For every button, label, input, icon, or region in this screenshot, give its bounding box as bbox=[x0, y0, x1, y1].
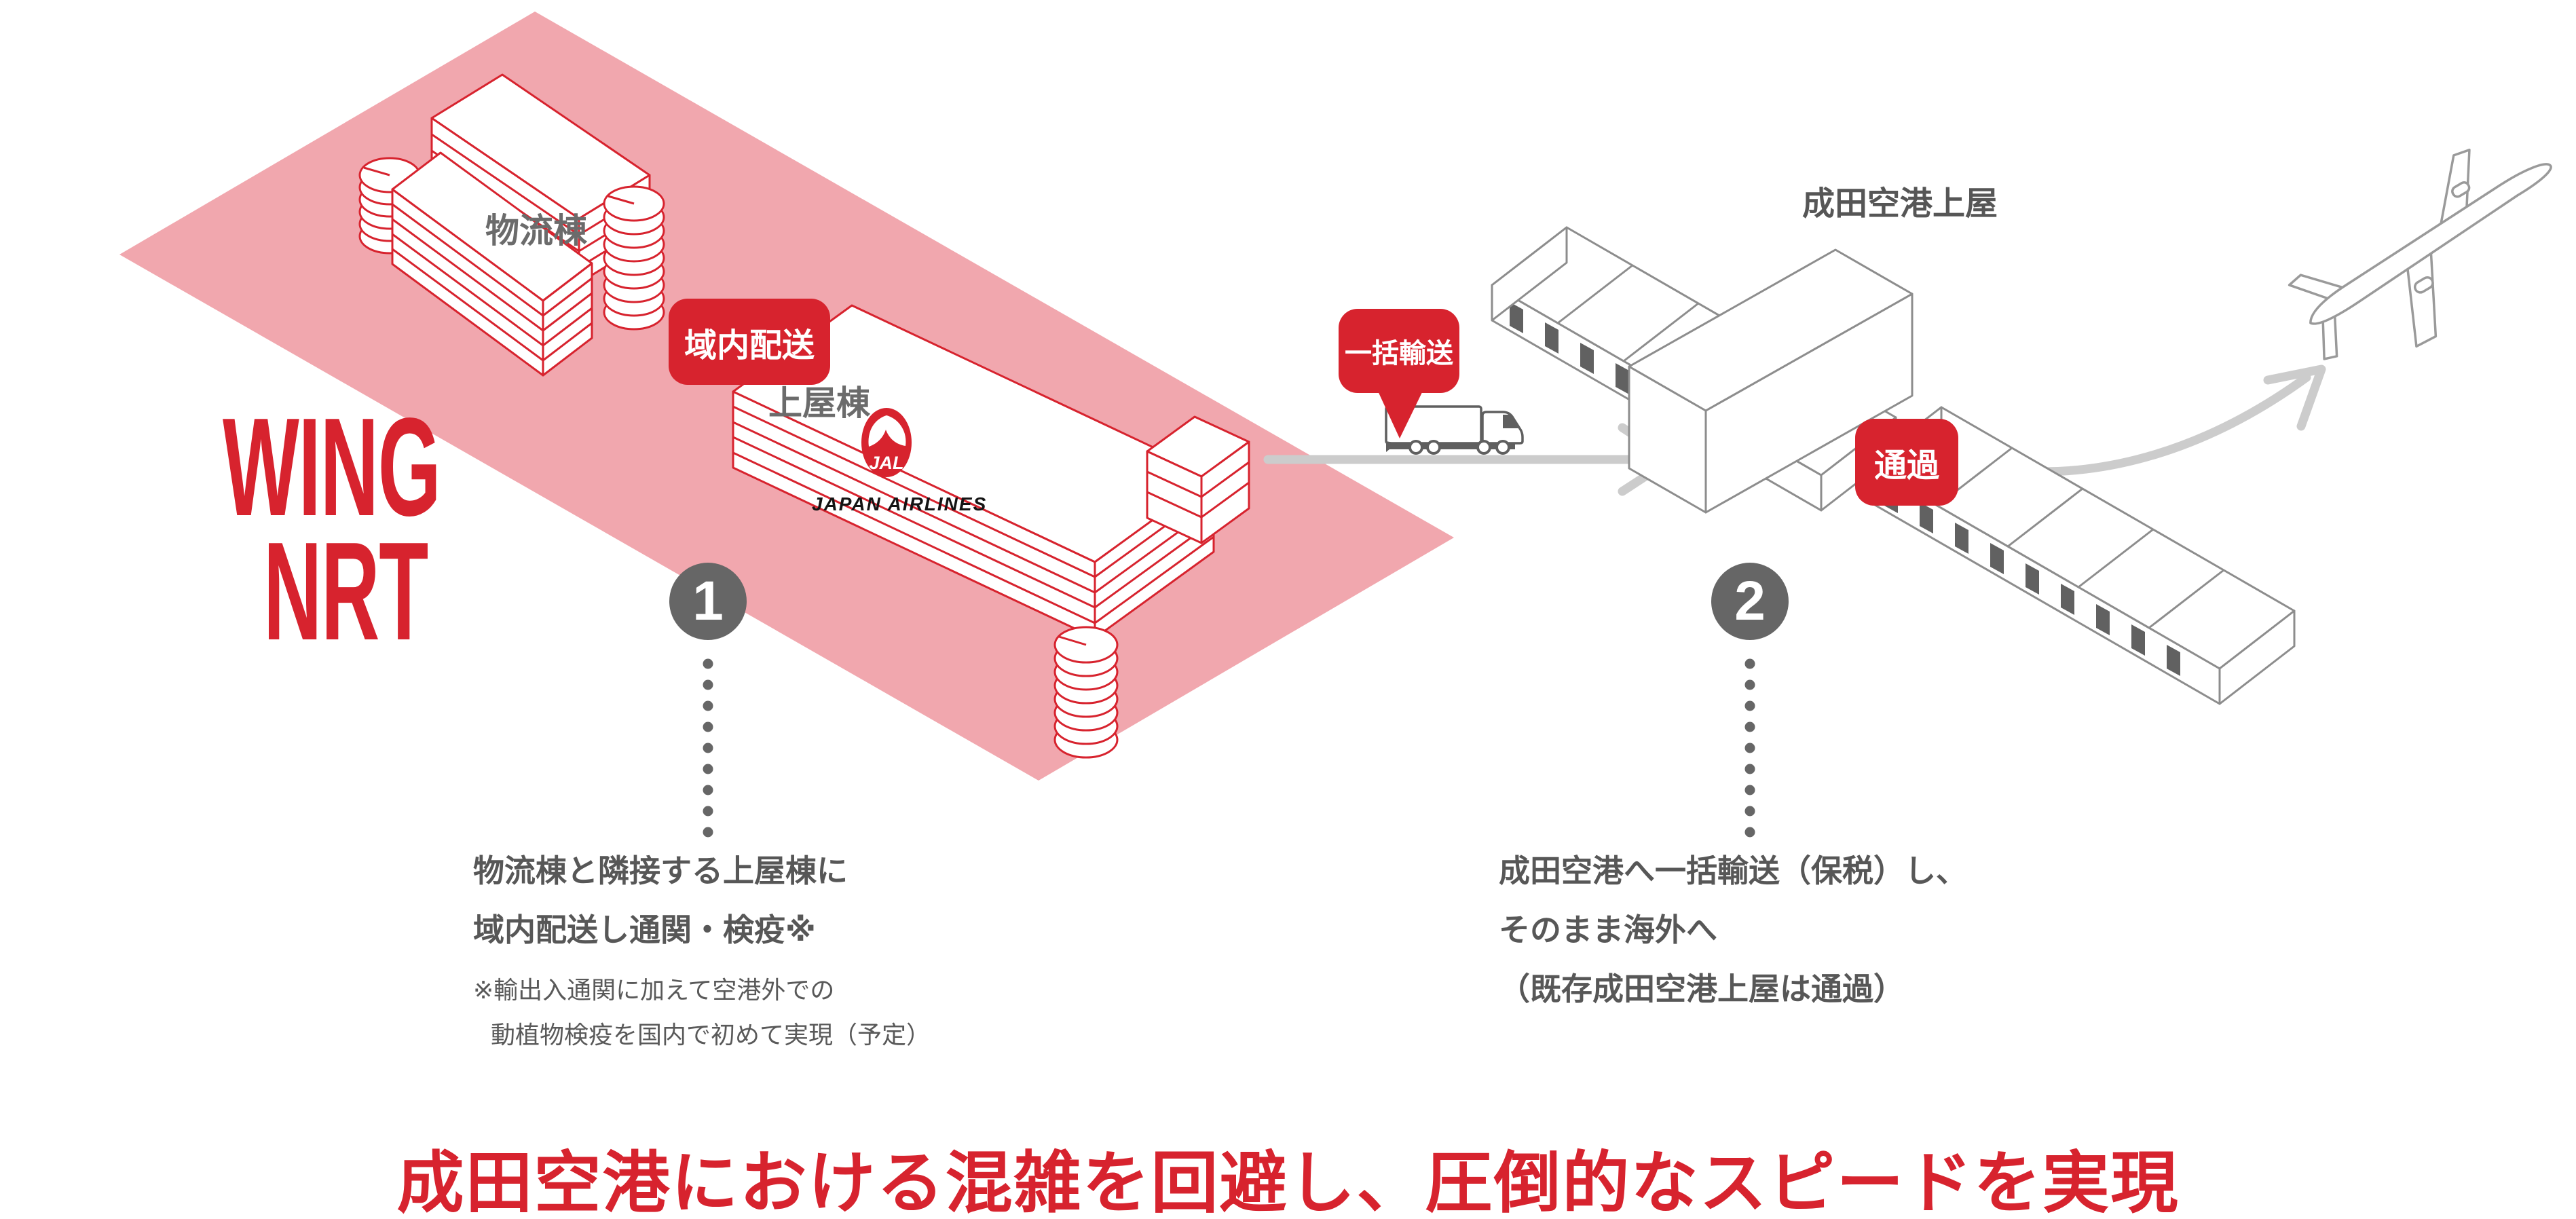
logistics-building-illustration bbox=[358, 73, 665, 377]
dock-doors-row2 bbox=[1884, 482, 2180, 676]
narita-shed-label: 成田空港上屋 bbox=[1802, 186, 1998, 222]
warehouse-building-label: 上屋棟 bbox=[768, 384, 870, 422]
jal-logo-text: JAL bbox=[869, 453, 903, 473]
brand-title-line1: WING bbox=[223, 389, 441, 545]
jal-wordmark: JAPAN AIRLINES bbox=[812, 493, 988, 514]
bulk-transport-badge: 一括輸送 bbox=[1339, 309, 1459, 393]
bottom-headline: 成田空港における混雑を回避し、圧倒的なスピードを実現 bbox=[396, 1145, 2180, 1219]
step2-dotted-line bbox=[1744, 658, 1755, 838]
step1-number: 1 bbox=[692, 570, 724, 632]
step1-circle bbox=[669, 563, 747, 640]
cylinder-stack-right bbox=[603, 185, 665, 331]
brand-title-line2: NRT bbox=[263, 513, 428, 669]
airplane-icon bbox=[2288, 149, 2552, 360]
local-delivery-badge: 域内配送 bbox=[669, 299, 830, 385]
cylinder-stack-warehouse bbox=[1053, 626, 1119, 759]
step1-line2: 域内配送し通関・検疫※ bbox=[473, 912, 816, 948]
logistics-building-label: 物流棟 bbox=[485, 212, 587, 250]
step2-number: 2 bbox=[1734, 570, 1766, 632]
step2-line3: （既存成田空港上屋は通過） bbox=[1499, 971, 1905, 1007]
step1-line1: 物流棟と隣接する上屋棟に bbox=[473, 853, 848, 888]
step2-line2: そのまま海外へ bbox=[1499, 912, 1717, 948]
step1-note2: 動植物検疫を国内で初めて実現（予定） bbox=[491, 1021, 931, 1049]
step2-circle bbox=[1711, 563, 1789, 640]
step1-description: 物流棟と隣接する上屋棟に 域内配送し通関・検疫※ ※輸出入通関に加えて空港外での… bbox=[473, 842, 931, 1057]
bulk-badge-tail bbox=[1377, 388, 1424, 438]
step-markers bbox=[669, 563, 1789, 838]
step1-note1: ※輸出入通関に加えて空港外での bbox=[473, 976, 835, 1004]
pass-through-badge: 通過 bbox=[1855, 419, 1958, 506]
step2-description: 成田空港へ一括輸送（保税）し、 そのまま海外へ （既存成田空港上屋は通過） bbox=[1499, 842, 1967, 1019]
narita-shed-illustration bbox=[1491, 226, 2296, 705]
jal-logo bbox=[861, 408, 912, 477]
step2-line1: 成田空港へ一括輸送（保税）し、 bbox=[1499, 853, 1967, 888]
step1-dotted-line bbox=[703, 658, 713, 838]
warehouse-building-illustration bbox=[688, 304, 1250, 759]
